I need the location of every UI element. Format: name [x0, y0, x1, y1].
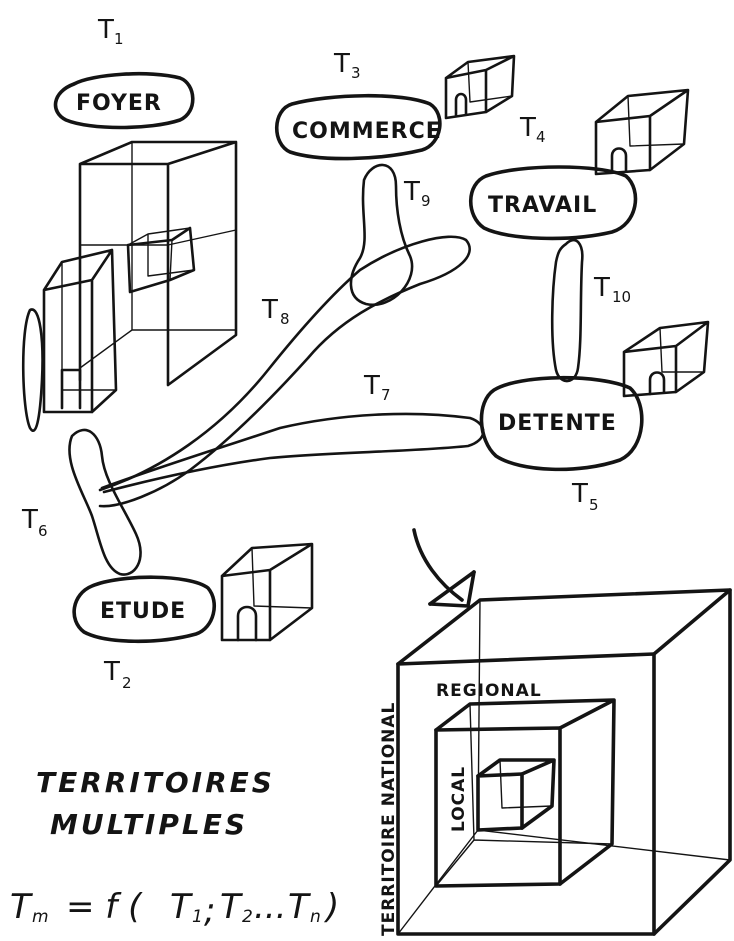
leisure-building-icon	[624, 322, 708, 396]
formula-tn: T	[288, 887, 311, 927]
t3-label: T 3	[333, 49, 361, 82]
detente-node: DETENTE T 5	[481, 322, 708, 514]
svg-text:1: 1	[114, 30, 124, 48]
t10-label: T 10	[593, 273, 631, 306]
commerce-label: COMMERCE	[292, 119, 442, 144]
formula-t1-sub: 1	[192, 907, 203, 927]
svg-text:T: T	[519, 113, 536, 143]
down-right-arrow-icon	[414, 530, 474, 606]
formula-dots: ...	[254, 887, 286, 927]
office-building-icon	[596, 90, 688, 174]
svg-text:2: 2	[122, 674, 132, 692]
school-building-icon	[222, 544, 312, 640]
formula-lhs-sub: m	[32, 907, 49, 927]
etude-label: ETUDE	[100, 599, 186, 624]
nested-scale-cube: TERRITOIRE NATIONAL REGIONAL LOCAL	[379, 590, 730, 936]
travail-label: TRAVAIL	[488, 193, 597, 218]
t9-label: T 9	[403, 177, 431, 210]
formula-tn-sub: n	[310, 907, 321, 927]
svg-text:T: T	[363, 371, 380, 401]
svg-text:T: T	[403, 177, 420, 207]
regional-label: REGIONAL	[436, 681, 542, 701]
svg-text:9: 9	[421, 192, 431, 210]
t8-label: T 8	[261, 295, 290, 328]
local-label: LOCAL	[449, 766, 469, 832]
title-line-2: MULTIPLES	[50, 808, 248, 841]
trip-t10	[552, 240, 582, 381]
t4-label: T 4	[519, 113, 546, 146]
svg-text:T: T	[261, 295, 278, 325]
title-line-1: TERRITOIRES	[36, 766, 275, 799]
svg-text:8: 8	[280, 310, 290, 328]
trip-paths: T 9 T 8 T 7 T 6 T 10	[21, 165, 631, 575]
title-block: TERRITOIRES MULTIPLES	[36, 766, 275, 841]
national-label: TERRITOIRE NATIONAL	[379, 702, 399, 936]
formula-t2-sub: 2	[242, 907, 253, 927]
t5-label: T 5	[571, 479, 599, 514]
t7-label: T 7	[363, 371, 391, 404]
svg-text:3: 3	[351, 64, 361, 82]
t6-label: T 6	[21, 505, 48, 540]
formula-t1: T	[170, 887, 193, 927]
svg-text:T: T	[97, 15, 114, 45]
formula: T m = f ( T 1 ; T 2 ... T n )	[10, 887, 339, 931]
svg-text:4: 4	[536, 128, 546, 146]
formula-eq: = f (	[66, 887, 143, 927]
svg-text:7: 7	[381, 386, 391, 404]
svg-text:5: 5	[589, 496, 599, 514]
trip-t9	[351, 165, 412, 305]
svg-text:T: T	[21, 505, 38, 535]
trip-t7	[102, 414, 483, 492]
travail-node: TRAVAIL T 4	[471, 90, 688, 238]
commerce-shop-icon	[446, 56, 514, 118]
detente-label: DETENTE	[498, 411, 617, 436]
formula-lhs: T	[10, 887, 33, 927]
formula-close: )	[323, 887, 339, 927]
svg-text:T: T	[103, 657, 120, 687]
trip-t8	[100, 237, 470, 506]
svg-text:6: 6	[38, 522, 48, 540]
foyer-label: FOYER	[76, 91, 162, 116]
foyer-node: FOYER T 1	[56, 15, 193, 128]
t1-label: T 1	[97, 15, 124, 48]
svg-text:T: T	[593, 273, 610, 303]
home-buildings-icon	[23, 142, 236, 431]
svg-text:10: 10	[612, 288, 631, 306]
formula-sep: ;	[204, 891, 215, 931]
t2-label: T 2	[103, 657, 132, 692]
formula-t2: T	[220, 887, 243, 927]
svg-text:T: T	[333, 49, 350, 79]
commerce-node: COMMERCE T 3	[277, 49, 514, 159]
svg-text:T: T	[571, 479, 588, 509]
